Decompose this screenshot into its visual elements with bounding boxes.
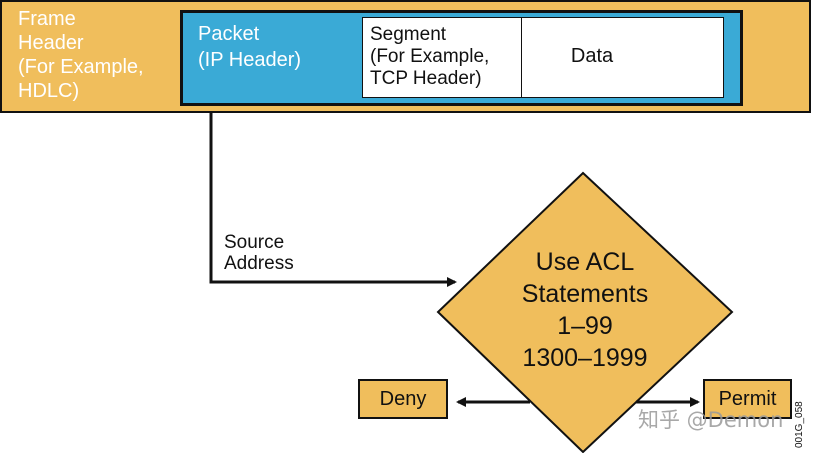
deny-label: Deny — [379, 387, 427, 410]
deny-box: Deny — [358, 379, 448, 419]
packet-label: Packet (IP Header) — [198, 23, 302, 71]
source-address-arrow — [209, 113, 457, 287]
permit-box: Permit — [703, 379, 792, 419]
segment-data-divider — [521, 17, 522, 98]
segment-label: Segment (For Example, TCP Header) — [370, 24, 490, 89]
figure-id: 001G_058 — [794, 401, 805, 448]
permit-label: Permit — [718, 387, 777, 410]
source-address-label: Source Address — [224, 232, 294, 274]
frame-header-label: Frame Header (For Example, HDLC) — [18, 8, 144, 102]
watermark: 知乎 @Demon — [638, 408, 784, 432]
data-label: Data — [570, 45, 614, 67]
segment-box — [362, 17, 724, 98]
decision-diamond — [436, 171, 734, 453]
decision-label: Use ACL Statements 1–99 1300–1999 — [521, 248, 649, 372]
